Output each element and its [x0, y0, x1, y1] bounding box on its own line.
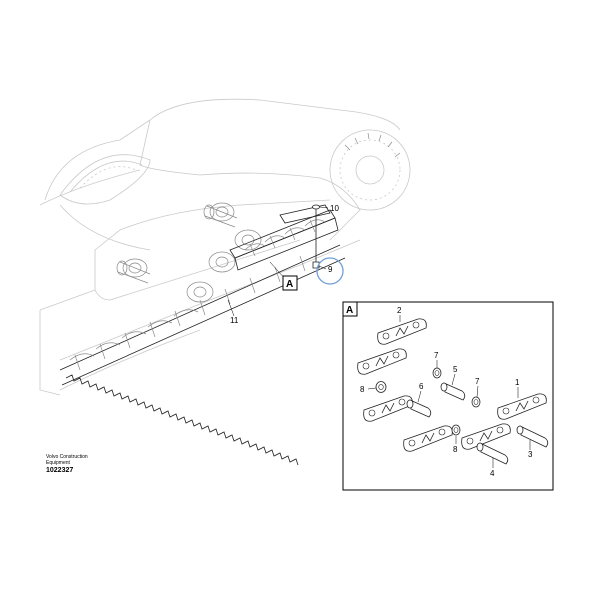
- track-link-2: [377, 318, 427, 345]
- track-link-outer-lower: [403, 425, 453, 452]
- part-7-upper: 7: [434, 351, 439, 360]
- part-2: 2: [397, 306, 402, 315]
- detail-callouts: 2 7 5 7 1 8 6 8 3 4: [360, 306, 533, 478]
- carrier-roller-left: [116, 258, 151, 284]
- pin-4: [476, 442, 509, 465]
- detail-box-letter: A: [346, 305, 353, 316]
- highlight-ring: [316, 257, 344, 285]
- upper-track-links: [229, 204, 339, 271]
- bushing-6: [406, 399, 432, 418]
- bolt-10-assembly: [312, 204, 320, 269]
- part-4: 4: [490, 469, 495, 478]
- overview-ref-box: [282, 275, 298, 291]
- part-7-lower: 7: [475, 377, 480, 386]
- lower-track-shoes: [59, 244, 346, 466]
- seal-7-upper: [432, 367, 442, 379]
- callout-9: 9: [328, 265, 333, 274]
- drawing-number: 1022327: [46, 467, 74, 474]
- detail-a-panel: A: [342, 301, 554, 491]
- track-link-1: [497, 393, 547, 420]
- slewing-ring-ghost: [59, 154, 151, 205]
- part-8-upper: 8: [360, 385, 365, 394]
- part-6: 6: [419, 382, 424, 391]
- carrier-roller-right: [203, 202, 238, 228]
- part-5: 5: [453, 365, 458, 374]
- callout-11: 11: [230, 316, 239, 325]
- track-rollers: [186, 229, 262, 303]
- frame-ghost: [59, 177, 361, 391]
- track-link-mid-right: [461, 423, 511, 450]
- track-link-inner-upper: [357, 348, 407, 375]
- overview-ref-letter: A: [286, 279, 293, 290]
- part-8-lower: 8: [453, 445, 458, 454]
- part-3: 3: [528, 450, 533, 459]
- seal-8-upper: [375, 381, 387, 393]
- callout-10: 10: [330, 204, 339, 213]
- maker-line-1: Volvo Construction: [46, 454, 88, 460]
- undercarriage-ghost-outline: [39, 98, 401, 396]
- seal-7-lower: [471, 396, 481, 408]
- pin-5: [440, 382, 466, 401]
- pin-3: [516, 425, 549, 448]
- maker-line-2: Equipment: [46, 460, 70, 466]
- overview-callouts: 10 9 11 A: [227, 204, 339, 325]
- drawing-footer: Volvo Construction Equipment 1022327: [46, 454, 136, 476]
- part-1: 1: [515, 378, 520, 387]
- seal-8-lower: [451, 424, 461, 436]
- idler-wheel-ghost: [329, 129, 411, 211]
